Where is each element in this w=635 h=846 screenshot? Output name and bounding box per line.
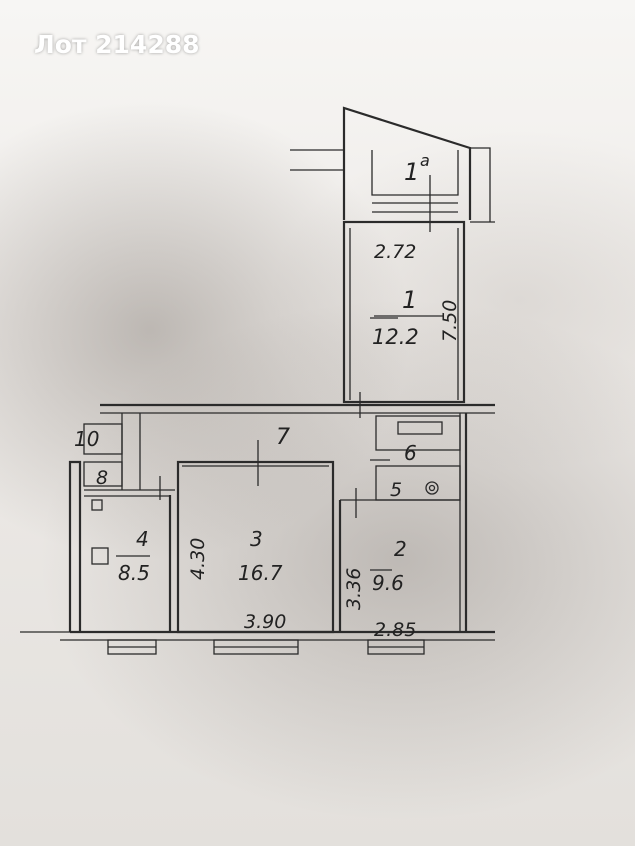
lot-number-watermark: Лот 214288 bbox=[34, 30, 200, 59]
room-1-area: 12.2 bbox=[372, 325, 419, 349]
room-3-number: 3 bbox=[250, 527, 263, 551]
room-4-number: 4 bbox=[136, 527, 149, 551]
room-1-number: 1 bbox=[402, 286, 417, 314]
room-7-number: 7 bbox=[276, 425, 290, 450]
balcony-walls bbox=[290, 106, 495, 232]
room-8-number: 8 bbox=[96, 467, 108, 489]
room-3-length: 4.30 bbox=[187, 538, 209, 580]
room-1a-number: 1 bbox=[404, 158, 419, 186]
room-1-length: 7.50 bbox=[439, 300, 461, 342]
room-1-width: 2.72 bbox=[374, 241, 416, 263]
room-3-width: 3.90 bbox=[244, 611, 286, 633]
room-1a-superscript: a bbox=[420, 151, 430, 170]
room-10-number: 10 bbox=[74, 427, 99, 451]
room-2-area: 9.6 bbox=[372, 571, 404, 595]
room-6-number: 6 bbox=[404, 441, 417, 465]
room-2-number: 2 bbox=[394, 537, 407, 561]
room-5-number: 5 bbox=[390, 479, 402, 501]
room-2-length: 3.36 bbox=[343, 568, 365, 610]
room-2-width: 2.85 bbox=[374, 619, 416, 641]
room-1-walls bbox=[342, 220, 466, 404]
room-3-area: 16.7 bbox=[238, 561, 283, 585]
windows bbox=[107, 639, 425, 655]
room-4-area: 8.5 bbox=[118, 561, 150, 585]
